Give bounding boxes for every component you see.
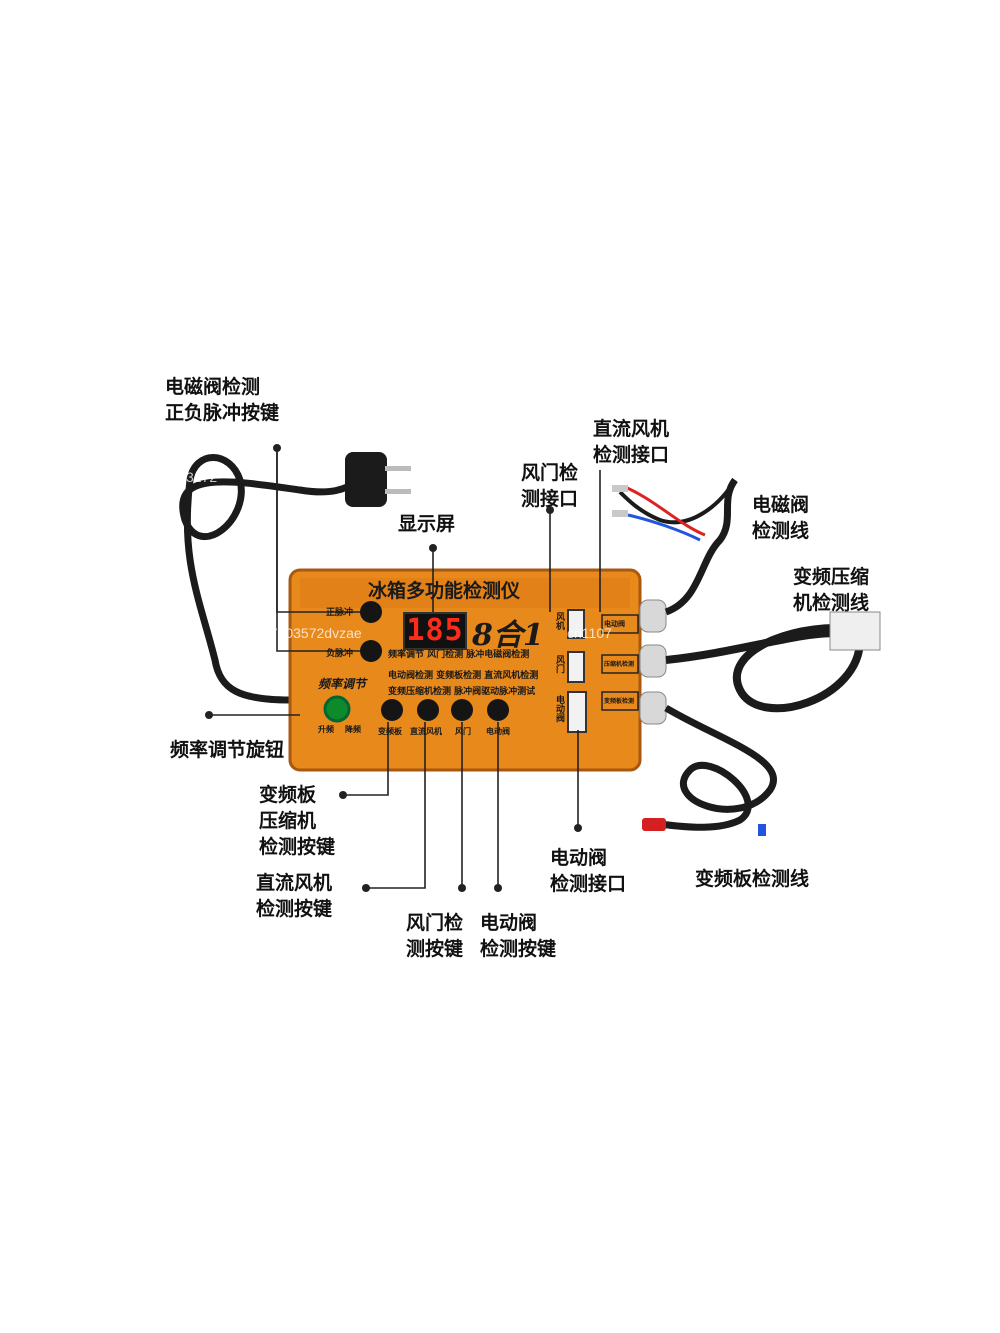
callout-inverter-button: 变频板压缩机检测按键 (259, 784, 336, 858)
port-label-motor-valve: 电动阀 (554, 695, 564, 722)
callout-motor-valve-button: 电动阀检测按键 (480, 912, 557, 960)
solenoid-cable (664, 477, 738, 616)
btn-label-fan-door: 风门 (455, 727, 471, 736)
power-plug (345, 452, 387, 507)
power-cord (179, 454, 362, 704)
watermark-3: cn1107 (567, 625, 612, 641)
inverter-comp-cable (665, 624, 865, 713)
callout-freq-knob: 频率调节旋钮 (170, 739, 285, 761)
knob-down-label: 降频 (345, 725, 361, 734)
cable-tag-3: 变频板检测 (604, 698, 635, 705)
callout-fan-door-button: 风门检测按键 (406, 912, 464, 960)
func-row-2: 电动阀检测 变频板检测 直流风机检测 (388, 671, 539, 681)
callout-dc-fan-port: 直流风机检测接口 (593, 418, 670, 466)
device-title: 冰箱多功能检测仪 (368, 580, 521, 602)
leader-lines (209, 448, 601, 889)
compressor-connector (829, 611, 881, 651)
callout-inverter-comp-cable: 变频压缩机检测线 (793, 566, 870, 614)
inverter-board-cable (659, 704, 777, 831)
neg-pulse-label: 负脉冲 (326, 649, 354, 659)
callout-dc-fan-button: 直流风机检测按键 (256, 872, 333, 920)
watermark-1: 3172 (186, 469, 218, 485)
btn-label-motor-valve: 电动阀 (486, 727, 510, 736)
freq-knob[interactable] (323, 695, 351, 723)
inverter-button[interactable] (381, 699, 403, 721)
lcd-display: 185 (403, 612, 467, 650)
func-row-1: 频率调节 风门检测 脉冲电磁阀检测 (388, 650, 530, 660)
callout-display: 显示屏 (398, 513, 456, 535)
port-label-fan: 风机 (554, 612, 564, 630)
callout-fan-door-port: 风门检测接口 (521, 462, 579, 510)
knob-up-label: 升频 (318, 725, 334, 734)
fan-door-button[interactable] (451, 699, 473, 721)
port-label-fan-door: 风门 (554, 655, 564, 673)
freq-label: 频率调节 (318, 677, 367, 691)
motor-valve-port[interactable] (567, 691, 587, 733)
cable-tag-1: 电动阀 (604, 620, 625, 628)
fan-port[interactable] (567, 609, 585, 639)
cable-tag-2: 压缩机检测 (604, 661, 635, 668)
func-row-3: 变频压缩机检测 脉冲阀驱动脉冲测试 (388, 687, 536, 697)
neg-pulse-button[interactable] (360, 640, 382, 662)
callout-solenoid-cable: 电磁阀检测线 (752, 494, 810, 542)
btn-label-inverter: 变频板 (378, 727, 402, 736)
fan-door-port[interactable] (567, 651, 585, 683)
dc-fan-button[interactable] (417, 699, 439, 721)
badge-8in1: 8合1 (472, 618, 544, 653)
callout-motor-valve-port: 电动阀检测接口 (550, 847, 627, 895)
callout-inverter-board-cable: 变频板检测线 (695, 868, 810, 890)
watermark-2: 07003572dvzae (262, 625, 362, 641)
pos-pulse-button[interactable] (360, 601, 382, 623)
pos-pulse-label: 正脉冲 (326, 608, 354, 618)
callout-solenoid-buttons: 电磁阀检测正负脉冲按键 (165, 376, 280, 424)
btn-label-dc-fan: 直流风机 (410, 727, 442, 736)
motor-valve-button[interactable] (487, 699, 509, 721)
